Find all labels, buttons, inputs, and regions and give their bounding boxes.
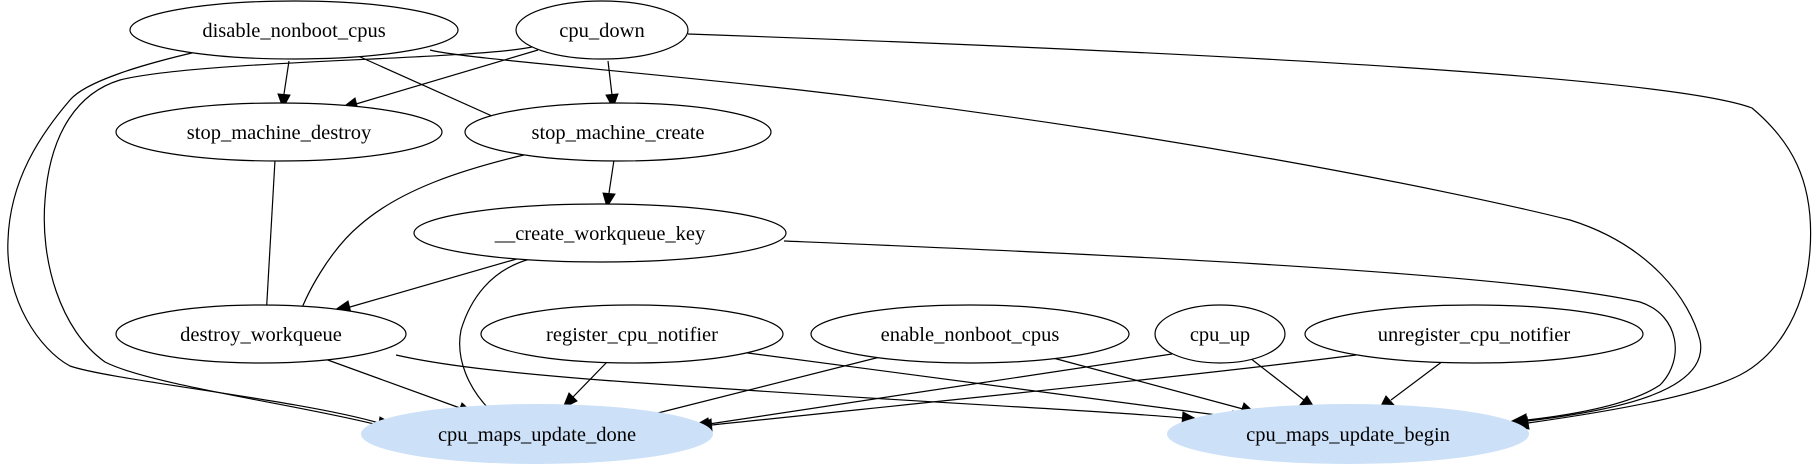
edge-cpu-up-to-cpu-maps-update-begin: [1249, 357, 1317, 410]
edge-destroy-workqueue-to-cpu-maps-update-done: [324, 358, 476, 415]
node-register-cpu-notifier-label: register_cpu_notifier: [546, 324, 718, 346]
node-cpu-down-label: cpu_down: [559, 20, 644, 42]
node-cpu-down[interactable]: cpu_down: [515, 0, 689, 60]
edge-cpu-down-to-stop-machine-create: [605, 60, 619, 110]
node-destroy-workqueue[interactable]: destroy_workqueue: [115, 304, 407, 364]
node-disable-nonboot-cpus[interactable]: disable_nonboot_cpus: [129, 0, 459, 60]
edge-stop-machine-create-to-create-workqueue-key: [602, 159, 616, 209]
node-cpu-maps-update-done[interactable]: cpu_maps_update_done: [361, 404, 713, 464]
node-create-workqueue-key-label: __create_workqueue_key: [494, 223, 706, 245]
edge-disable-nonboot-cpus-to-stop-machine-destroy: [277, 60, 291, 110]
nodes-layer: disable_nonboot_cpus cpu_down stop_machi…: [115, 0, 1644, 464]
edge-cpu-down-to-cpu-maps-update-begin: [687, 33, 1812, 430]
node-stop-machine-destroy[interactable]: stop_machine_destroy: [115, 102, 443, 162]
node-stop-machine-create[interactable]: stop_machine_create: [464, 102, 772, 162]
node-register-cpu-notifier[interactable]: register_cpu_notifier: [480, 304, 784, 364]
edge-unregister-cpu-notifier-to-cpu-maps-update-begin: [1378, 360, 1444, 411]
node-cpu-up-label: cpu_up: [1190, 324, 1250, 346]
node-cpu-maps-update-begin-label: cpu_maps_update_begin: [1246, 424, 1450, 446]
node-cpu-maps-update-begin[interactable]: cpu_maps_update_begin: [1167, 404, 1529, 464]
node-unregister-cpu-notifier[interactable]: unregister_cpu_notifier: [1304, 304, 1644, 364]
node-disable-nonboot-cpus-label: disable_nonboot_cpus: [202, 20, 385, 42]
edge-create-workqueue-key-to-cpu-maps-update-begin: [783, 240, 1676, 427]
edge-create-workqueue-key-to-destroy-workqueue: [333, 257, 521, 314]
node-stop-machine-create-label: stop_machine_create: [531, 122, 704, 144]
edges-layer: [7, 33, 1812, 432]
node-enable-nonboot-cpus[interactable]: enable_nonboot_cpus: [810, 304, 1130, 364]
node-enable-nonboot-cpus-label: enable_nonboot_cpus: [881, 324, 1060, 346]
node-cpu-up[interactable]: cpu_up: [1154, 304, 1286, 364]
node-destroy-workqueue-label: destroy_workqueue: [180, 324, 342, 346]
edge-register-cpu-notifier-to-cpu-maps-update-done: [562, 360, 609, 410]
node-cpu-maps-update-done-label: cpu_maps_update_done: [438, 424, 636, 446]
node-unregister-cpu-notifier-label: unregister_cpu_notifier: [1378, 324, 1571, 346]
node-stop-machine-destroy-label: stop_machine_destroy: [187, 122, 372, 144]
node-create-workqueue-key[interactable]: __create_workqueue_key: [413, 203, 787, 263]
